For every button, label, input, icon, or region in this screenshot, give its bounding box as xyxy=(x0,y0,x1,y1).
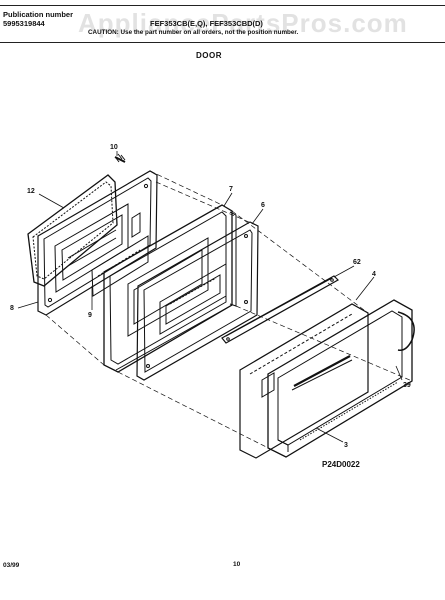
footer-date: 03/99 xyxy=(3,562,20,569)
outer-door-frame-part xyxy=(267,299,415,458)
publication-label: Publication number xyxy=(3,10,74,19)
watermark: AppliancePartsPros.com xyxy=(78,8,408,38)
callout-labels: 10 12 7 6 62 4 8 9 39 3 xyxy=(10,144,411,449)
callout-12: 12 xyxy=(27,188,35,195)
callout-6: 6 xyxy=(261,202,265,209)
figure-code: P24D0022 xyxy=(322,460,360,469)
door-gasket-part xyxy=(27,174,118,287)
inner-frame-part xyxy=(136,221,259,381)
callout-39: 39 xyxy=(403,382,411,389)
callout-7: 7 xyxy=(229,186,233,193)
callout-10: 10 xyxy=(110,144,118,151)
page-number: 10 xyxy=(233,561,241,568)
trim-strip-part xyxy=(221,275,339,344)
publication-number: 5995319844 xyxy=(3,19,45,28)
callout-62: 62 xyxy=(353,259,361,266)
screw-part xyxy=(114,153,126,163)
header-rule xyxy=(0,42,445,43)
caution-note: CAUTION: Use the part number on all orde… xyxy=(88,29,299,36)
callout-9: 9 xyxy=(88,312,92,319)
section-title: DOOR xyxy=(196,51,222,60)
alignment-lines xyxy=(45,170,413,458)
leader-lines xyxy=(17,151,403,443)
callout-4: 4 xyxy=(372,271,376,278)
callout-8: 8 xyxy=(10,305,14,312)
outer-glass-part xyxy=(239,303,369,459)
top-rule xyxy=(0,5,445,6)
callout-3: 3 xyxy=(344,442,348,449)
model-numbers: FEF353CB(E,Q), FEF353CBD(D) xyxy=(150,19,263,28)
door-panel-part xyxy=(103,204,237,373)
